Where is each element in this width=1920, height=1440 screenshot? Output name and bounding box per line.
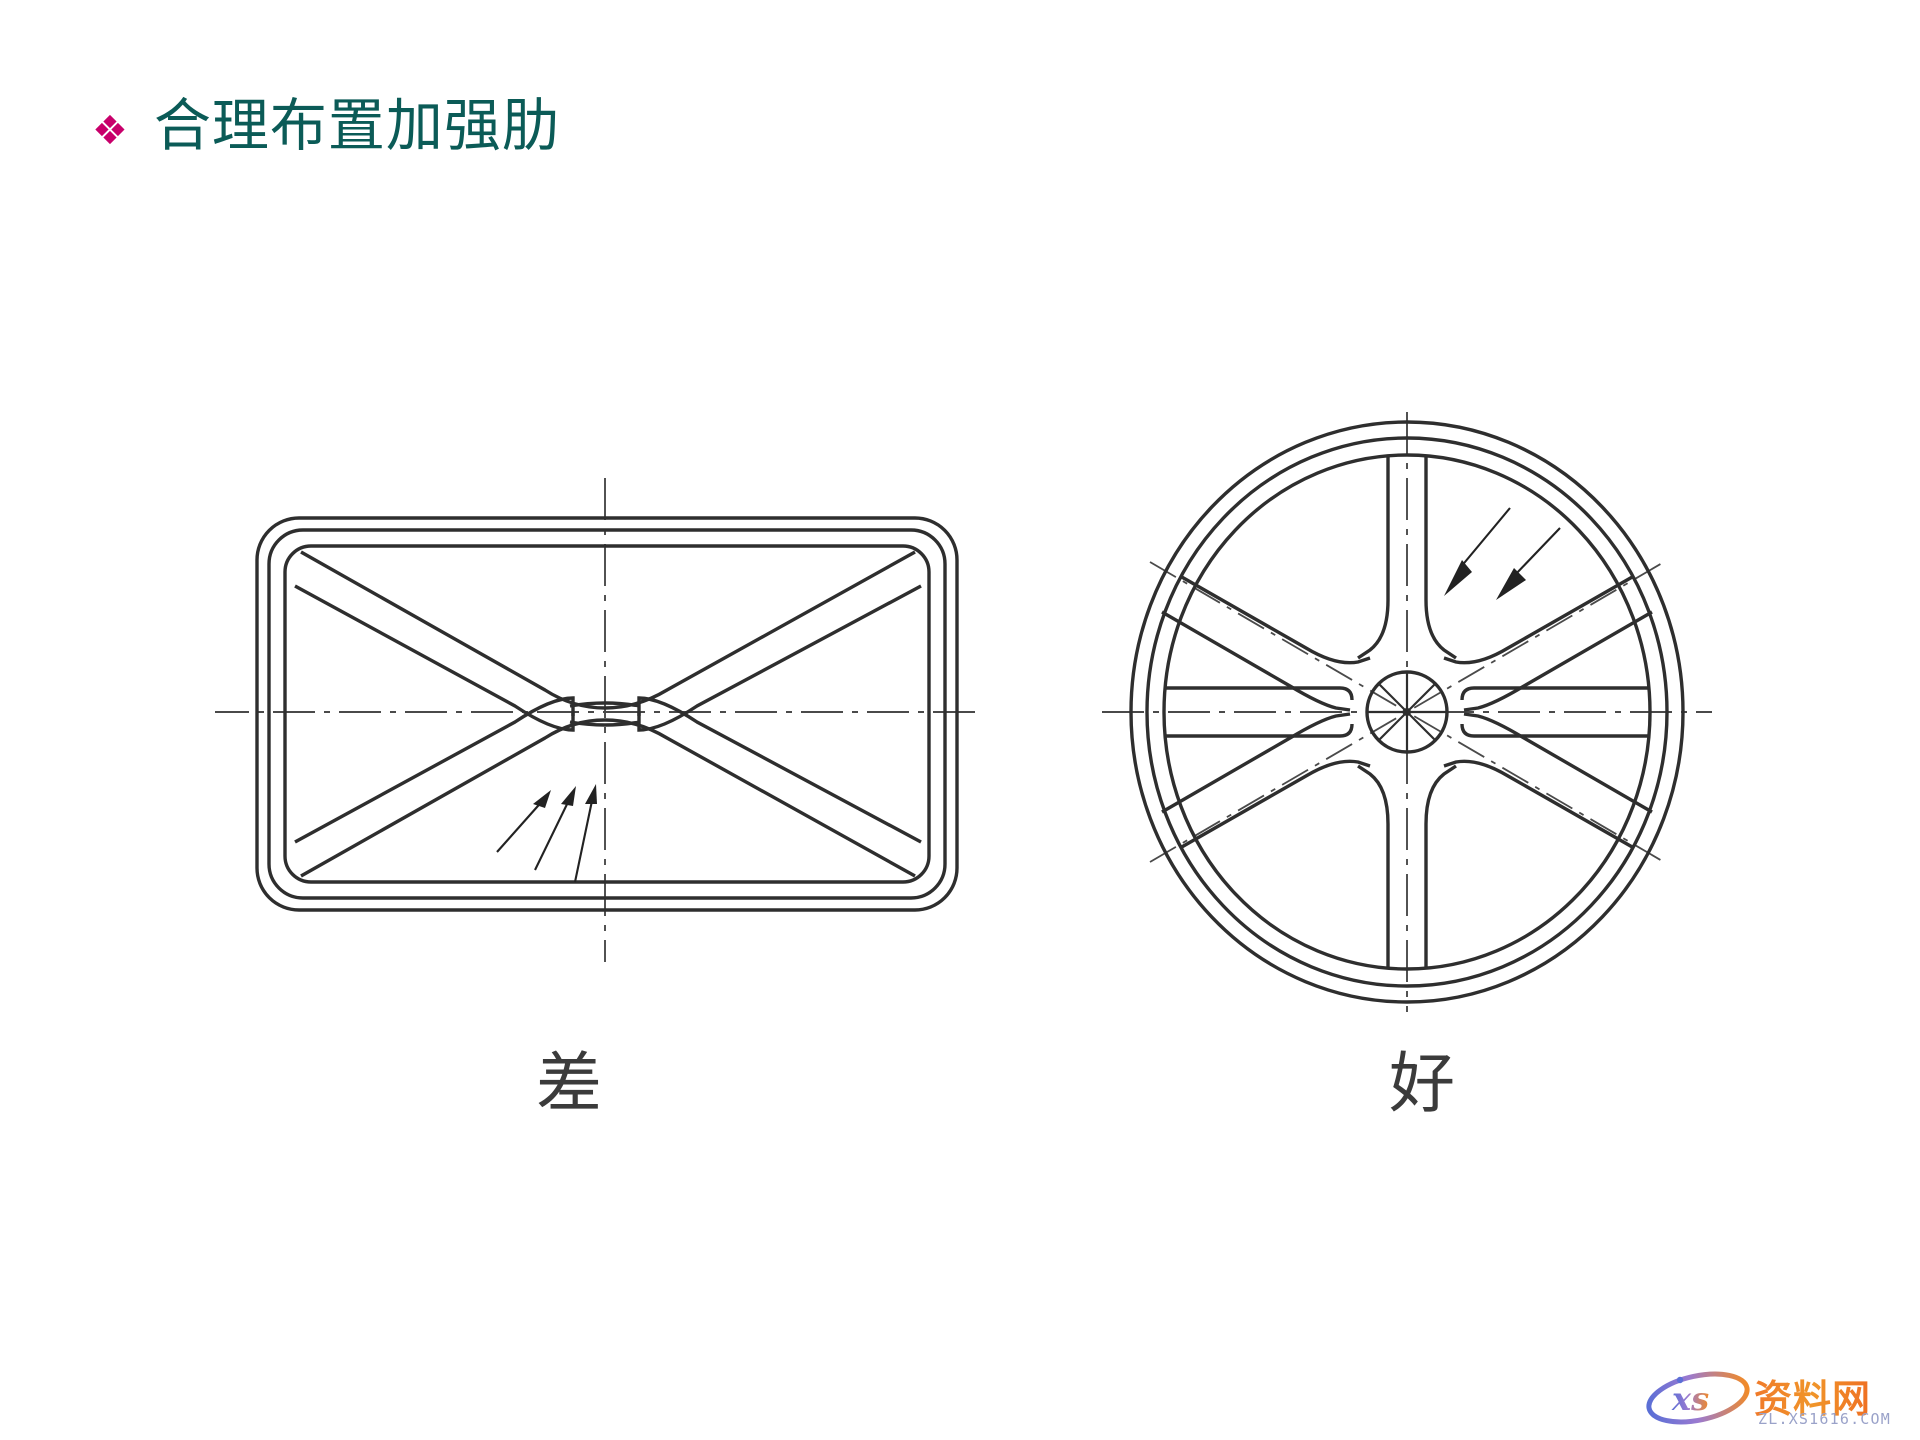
spoke-up bbox=[1357, 456, 1457, 660]
stress-arrows-group bbox=[496, 784, 597, 883]
rim-inner-circle bbox=[1162, 453, 1652, 971]
rim-outer-circle bbox=[1129, 420, 1685, 1004]
rib-lower-right bbox=[604, 696, 922, 878]
stress-arrow-2 bbox=[1496, 527, 1561, 600]
figure-caption-poor: 差 bbox=[536, 1045, 602, 1122]
rib-upper-left bbox=[294, 550, 606, 732]
spoke-lower-left bbox=[1161, 712, 1371, 850]
spoke-down bbox=[1357, 764, 1457, 968]
rib-junction-top bbox=[569, 701, 641, 708]
spoke-upper-right bbox=[1443, 574, 1653, 712]
wheel-drawing bbox=[1102, 412, 1712, 1012]
figure-row: 差 bbox=[0, 400, 1920, 1220]
rectangular-housing-drawing bbox=[207, 478, 975, 962]
watermark-brand-text: 资料网 bbox=[1754, 1368, 1871, 1423]
spoke-horizontal-right bbox=[1460, 686, 1648, 738]
spoke-lower-right bbox=[1443, 712, 1653, 850]
page-title: 合理布置加强肋 bbox=[153, 94, 560, 158]
diamond-bullet-icon: ❖ bbox=[92, 107, 128, 154]
xs-logo-icon: xs bbox=[1646, 1371, 1750, 1425]
rib-upper-right bbox=[604, 550, 922, 732]
hub-center-dot bbox=[1403, 708, 1411, 716]
figure-caption-good: 好 bbox=[1389, 1045, 1455, 1122]
site-watermark: xs 资料网 ZL.XS1616.COM bbox=[1642, 1366, 1902, 1432]
spoke-upper-left bbox=[1161, 574, 1371, 712]
stress-arrows-group bbox=[1444, 507, 1561, 600]
inner-wall bbox=[283, 544, 931, 884]
figure-poor-design: 差 bbox=[207, 400, 1015, 1122]
spoke-horizontal-left bbox=[1166, 686, 1354, 738]
watermark-url-text: ZL.XS1616.COM bbox=[1758, 1410, 1891, 1428]
stress-arrow-1 bbox=[1444, 507, 1511, 596]
rim-mid-circle bbox=[1145, 436, 1669, 988]
rib-junction-bottom bbox=[569, 720, 641, 727]
rib-lower-left bbox=[294, 696, 606, 878]
figure-good-design: 好 bbox=[1040, 400, 1840, 1122]
stress-arrow-1 bbox=[496, 790, 551, 853]
slide-title: ❖ 合理布置加强肋 bbox=[92, 94, 560, 158]
outer-wall bbox=[255, 516, 959, 912]
stress-arrow-2 bbox=[534, 786, 576, 871]
mid-wall bbox=[267, 528, 947, 900]
stress-arrow-3 bbox=[573, 784, 597, 883]
svg-text:xs: xs bbox=[1671, 1380, 1709, 1418]
